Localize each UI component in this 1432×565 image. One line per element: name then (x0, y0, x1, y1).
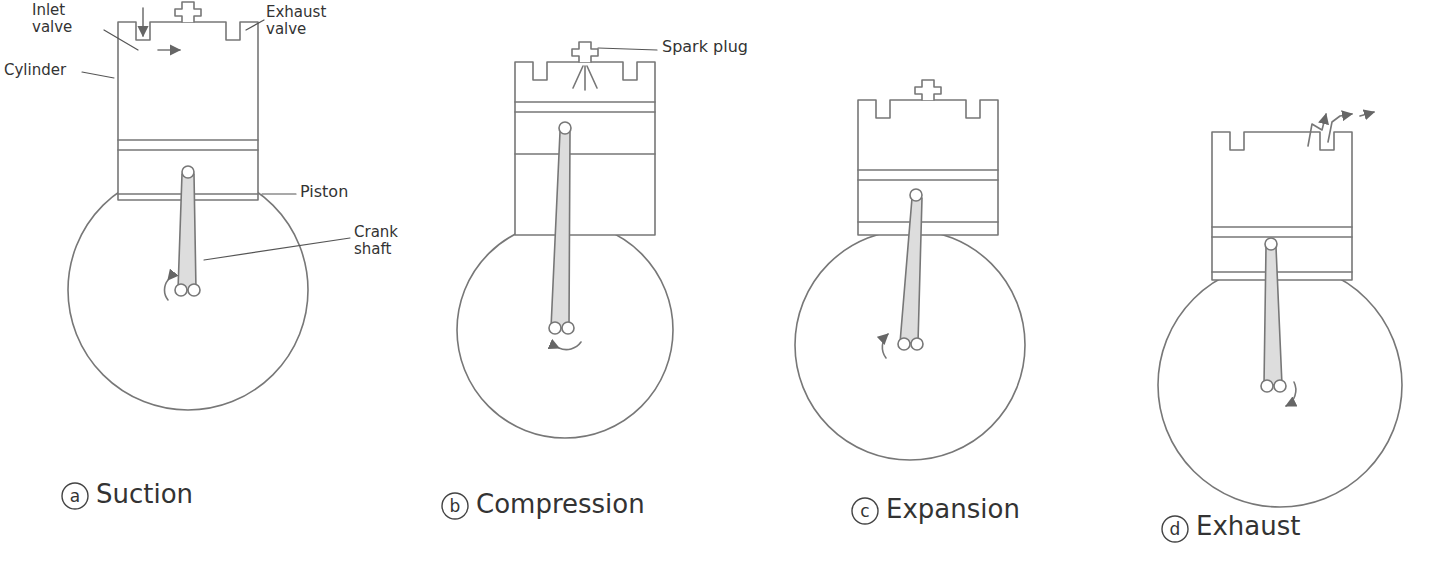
part-label: Inlet valve (32, 2, 104, 37)
part-label: Cylinder (4, 62, 84, 79)
stroke-caption: Suction (96, 480, 236, 510)
leader-lines (82, 20, 657, 260)
caption-letter: a (62, 483, 88, 509)
part-label: Piston (300, 183, 380, 201)
caption-letter: d (1162, 516, 1188, 542)
caption-letter: b (442, 493, 468, 519)
part-label: Crank shaft (354, 224, 424, 259)
caption-letter: c (852, 498, 878, 524)
engine-suction (68, 2, 308, 410)
stroke-caption: Expansion (886, 495, 1066, 525)
part-label: Spark plug (662, 38, 782, 56)
engine-compression (457, 42, 673, 438)
stroke-caption: Compression (476, 490, 676, 520)
part-label: Exhaust valve (266, 4, 356, 39)
caption-circles (62, 483, 1188, 542)
engine-expansion (795, 80, 1025, 460)
engine-exhaust (1158, 112, 1402, 507)
stroke-caption: Exhaust (1196, 512, 1356, 542)
